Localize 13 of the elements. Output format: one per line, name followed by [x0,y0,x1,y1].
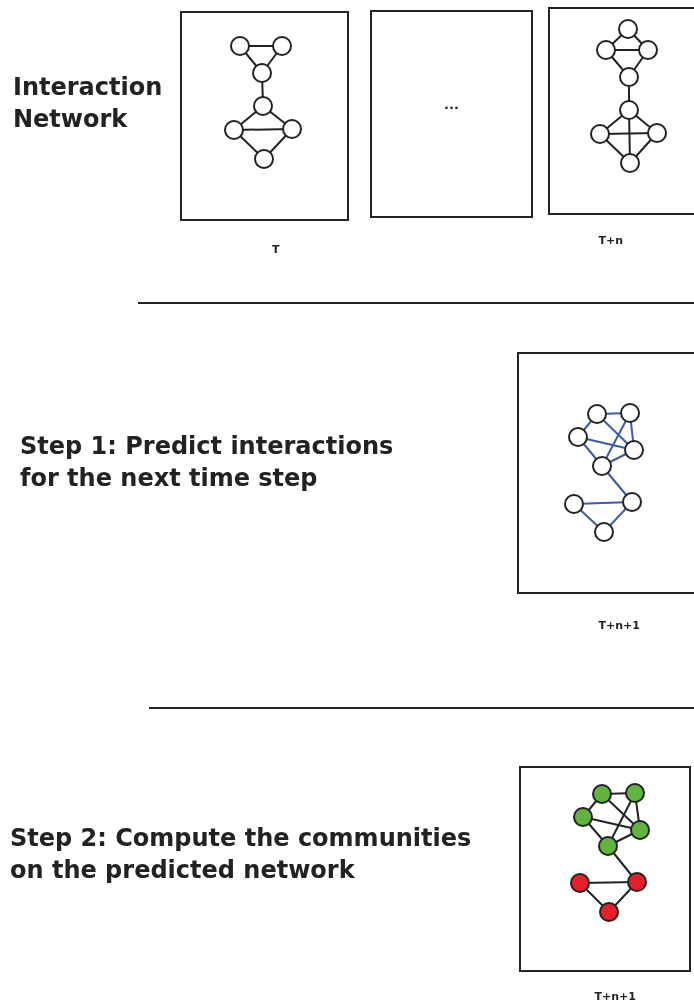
heading-text: Step 2: Compute the communities on the predicted network [10,823,473,886]
panel-frame [370,10,533,218]
heading-text: Interaction Network [13,72,164,135]
time-label: T+n+1 [598,619,640,632]
ellipsis-text: ... [444,96,459,112]
panel-frame [517,352,694,594]
panel-frame [180,11,349,221]
panel-frame [519,766,691,972]
heading-text: Step 1: Predict interactions for the next time step [20,431,395,494]
panel-frame [548,7,694,215]
time-label: T+n [598,234,624,247]
time-label: T [272,243,280,256]
time-label: T+n+1 [594,990,636,1003]
